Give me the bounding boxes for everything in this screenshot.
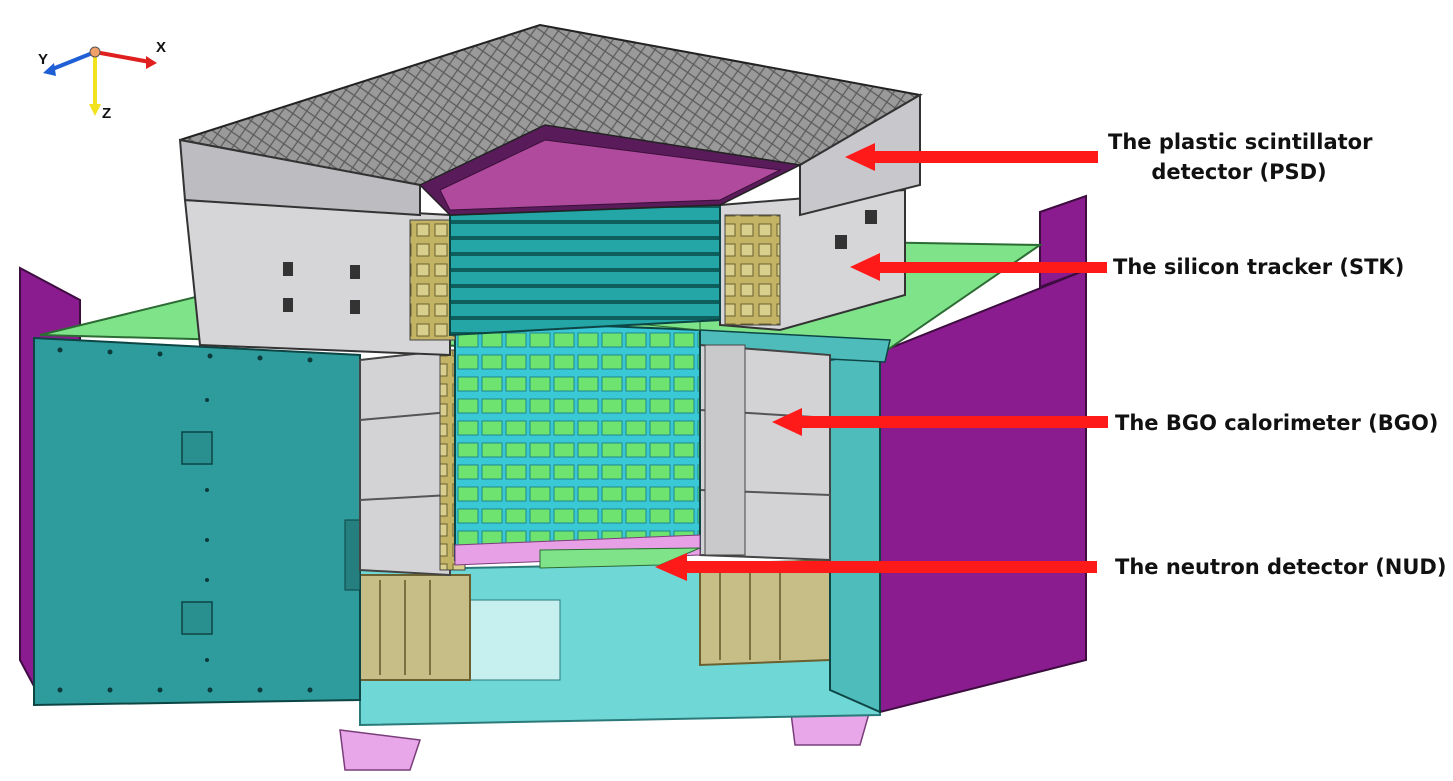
stk-arrow (850, 253, 1107, 281)
calorimeter-housing-left (359, 348, 466, 577)
psd-label: The plastic scintillator detector (PSD) (1108, 127, 1373, 187)
x-axis-label: X (156, 39, 166, 56)
y-axis-label: Y (38, 51, 48, 68)
teal-interior-wall (829, 350, 881, 714)
psd-arrow (845, 143, 1098, 171)
callout-arrows (655, 143, 1108, 581)
bgo-label: The BGO calorimeter (BGO) (1115, 411, 1439, 435)
bgo-arrow (772, 408, 1108, 436)
teal-front-panel (33, 336, 361, 707)
calorimeter-housing-right (699, 343, 831, 562)
nud-arrow (655, 553, 1097, 581)
nud-label: The neutron detector (NUD) (1115, 555, 1447, 579)
psd-label-line1: The plastic scintillator (1108, 130, 1373, 154)
coordinate-axes-icon: X Y Z (38, 39, 166, 122)
psd-label-line2: detector (PSD) (1151, 160, 1327, 184)
bgo-calorimeter (454, 304, 701, 569)
psd-top (178, 23, 923, 217)
stk-housing (183, 188, 906, 357)
stk-label: The silicon tracker (STK) (1113, 255, 1405, 279)
z-axis-label: Z (102, 105, 111, 122)
